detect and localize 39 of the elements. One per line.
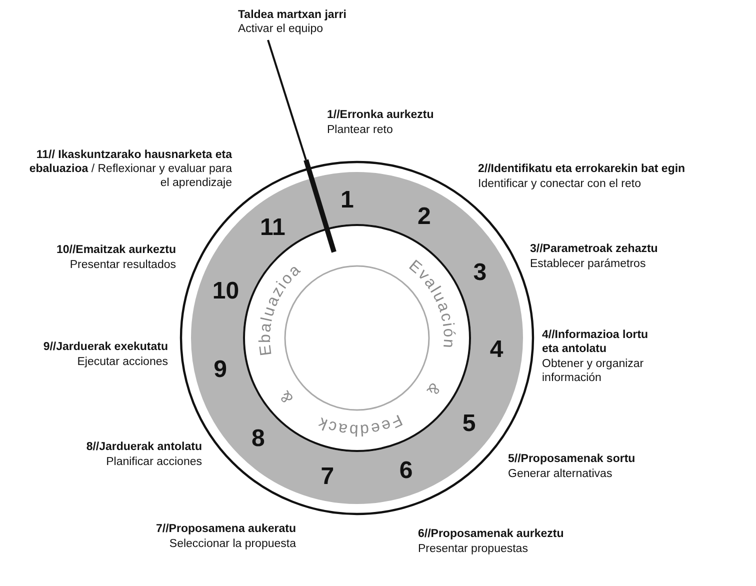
step-description: Activar el equipo xyxy=(238,22,324,36)
step-title: 10//Emaitzak aurkeztu xyxy=(56,243,176,257)
step-number: 6 xyxy=(399,457,413,484)
step-description: Seleccionar la propuesta xyxy=(169,537,296,551)
step-title: Taldea martxan jarri xyxy=(238,8,346,22)
step-description: Presentar resultados xyxy=(70,258,176,272)
step-title: 1//Erronka aurkeztu xyxy=(327,108,434,122)
step-description: Establecer parámetros xyxy=(530,257,646,271)
step-title: 4//Informazioa lortu eta antolatu xyxy=(542,328,650,356)
step-title: 2//Identifikatu eta errokarekin bat egin xyxy=(478,162,686,176)
ring-text: & xyxy=(422,380,444,400)
step-title: 6//Proposamenak aurkeztu xyxy=(418,527,564,541)
step-number: 1 xyxy=(340,186,354,214)
step-title: 9//Jarduerak exekutatu xyxy=(43,340,168,354)
step-title: 5//Proposamenak sortu xyxy=(508,452,636,466)
ring-text: Feedback xyxy=(314,410,405,438)
step-number: 4 xyxy=(490,336,504,363)
step-description: Generar alternativas xyxy=(508,467,612,481)
start-marker xyxy=(304,159,336,253)
step-number: 9 xyxy=(214,356,227,384)
step-description: Presentar propuestas xyxy=(418,542,528,556)
step-description: Plantear reto xyxy=(327,123,393,137)
step-description: Planificar acciones xyxy=(106,455,202,469)
step-number: 2 xyxy=(418,203,431,230)
step-description: Identificar y conectar con el reto xyxy=(478,177,641,191)
step-number: 5 xyxy=(462,410,476,437)
step-description: Obtener y organizar información xyxy=(542,357,645,385)
step-title: 7//Proposamena aukeratu xyxy=(156,522,296,536)
step-number: 7 xyxy=(320,462,334,490)
step-number: 3 xyxy=(473,259,487,286)
step-number: 8 xyxy=(252,425,265,452)
ring-text: & xyxy=(276,386,297,406)
leader-line xyxy=(267,40,307,160)
step-title: 11// Ikaskuntzarako hausnarketa eta ebaluazioa / Reflexionar y evaluar para el aprendizaje xyxy=(28,148,232,190)
step-title: 8//Jarduerak antolatu xyxy=(86,440,202,454)
step-number: 11 xyxy=(260,214,286,242)
step-title: 3//Parametroak zehaztu xyxy=(530,242,658,256)
step-description: Ejecutar acciones xyxy=(77,355,168,369)
step-number: 10 xyxy=(212,277,240,304)
